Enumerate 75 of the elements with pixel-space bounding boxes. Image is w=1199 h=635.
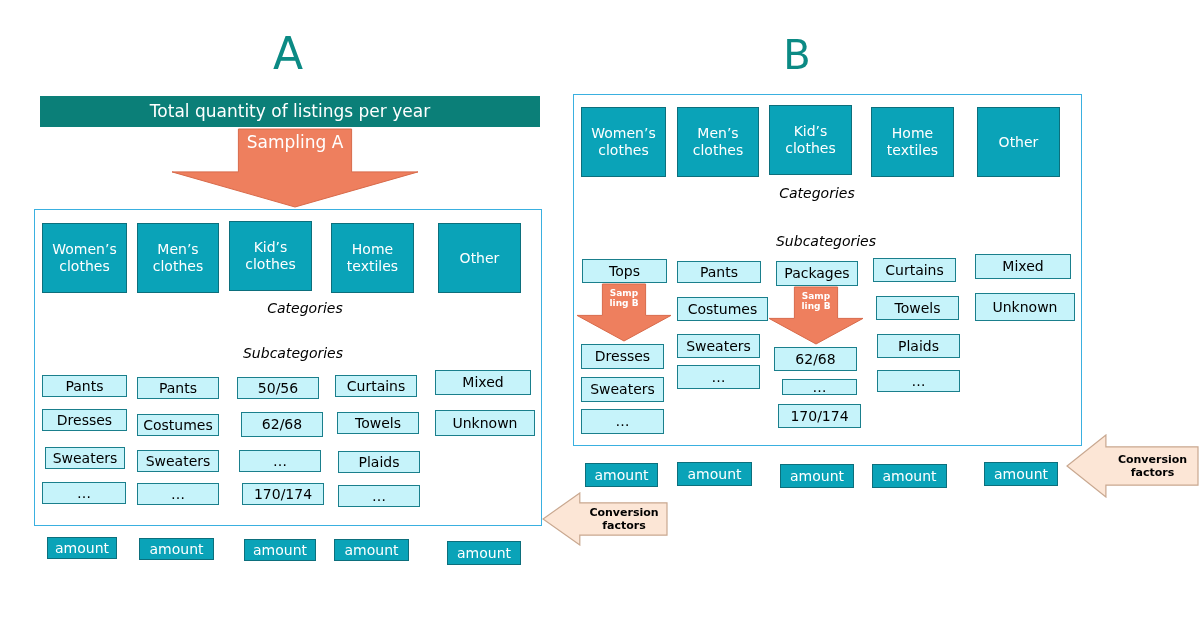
amount-box: amount (47, 537, 117, 559)
amount-box: amount (447, 541, 521, 565)
subcategory-box: Sweaters (45, 447, 125, 469)
subcategory-box: 170/174 (242, 483, 324, 505)
subcategory-box: 62/68 (241, 412, 323, 437)
subcategory-box: Curtains (335, 375, 417, 397)
panel-letter: B (783, 32, 811, 78)
group-frame (573, 94, 1082, 446)
edge-label: Samp ling B (800, 291, 832, 312)
amount-box: amount (139, 538, 214, 560)
section-heading: Subcategories (776, 233, 876, 249)
subcategory-box: Curtains (873, 258, 956, 282)
subcategory-box: Mixed (975, 254, 1071, 279)
category-box: Kid’s clothes (769, 105, 852, 175)
arrow-label: Conversion factors (1116, 452, 1189, 480)
subcategory-box: Sweaters (137, 450, 219, 472)
amount-box: amount (872, 464, 947, 488)
subcategory-box: Tops (582, 259, 667, 283)
block-arrow (542, 492, 668, 546)
amount-box: amount (984, 462, 1058, 486)
section-heading: Categories (267, 300, 343, 316)
subcategory-box: Pants (677, 261, 761, 283)
subcategory-box: Plaids (877, 334, 960, 358)
panel-letter: A (272, 28, 304, 79)
subcategory-box: Sweaters (581, 377, 664, 402)
subcategory-box: … (677, 365, 760, 389)
subcategory-box: … (239, 450, 321, 472)
subcategory-box: … (338, 485, 420, 507)
category-box: Home textiles (331, 223, 414, 293)
category-box: Other (438, 223, 521, 293)
subcategory-box: … (877, 370, 960, 392)
category-box: Men’s clothes (137, 223, 219, 293)
subcategory-box: … (137, 483, 219, 505)
category-box: Other (977, 107, 1060, 177)
subcategory-box: Costumes (677, 297, 768, 321)
category-box: Men’s clothes (677, 107, 759, 177)
edge-label: Sampling A (245, 133, 345, 153)
subcategory-box: Pants (42, 375, 127, 397)
amount-box: amount (677, 462, 752, 486)
subcategory-box: Dresses (581, 344, 664, 369)
subcategory-box: 50/56 (237, 377, 319, 399)
subcategory-box: … (782, 379, 857, 395)
amount-box: amount (244, 539, 316, 561)
subcategory-box: Pants (137, 377, 219, 399)
amount-box: amount (334, 539, 409, 561)
title-bar: Total quantity of listings per year (40, 96, 540, 127)
block-arrow (576, 283, 672, 342)
amount-box: amount (780, 464, 854, 488)
subcategory-box: Dresses (42, 409, 127, 431)
subcategory-box: Unknown (975, 293, 1075, 321)
category-box: Home textiles (871, 107, 954, 177)
block-arrow (768, 286, 864, 345)
subcategory-box: … (42, 482, 126, 504)
subcategory-box: 170/174 (778, 404, 861, 428)
subcategory-box: Unknown (435, 410, 535, 436)
subcategory-box: Plaids (338, 451, 420, 473)
subcategory-box: Mixed (435, 370, 531, 395)
category-box: Kid’s clothes (229, 221, 312, 291)
section-heading: Categories (779, 185, 855, 201)
subcategory-box: Costumes (137, 414, 219, 436)
edge-label: Samp ling B (608, 288, 640, 309)
subcategory-box: Packages (776, 261, 858, 286)
block-arrow (171, 128, 419, 208)
category-box: Women’s clothes (581, 107, 666, 177)
subcategory-box: … (581, 409, 664, 434)
subcategory-box: Towels (876, 296, 959, 320)
amount-box: amount (585, 463, 658, 487)
block-arrow (1066, 434, 1199, 498)
section-heading: Subcategories (243, 345, 343, 361)
arrow-label: Conversion factors (588, 505, 660, 533)
group-frame (34, 209, 542, 526)
category-box: Women’s clothes (42, 223, 127, 293)
subcategory-box: 62/68 (774, 347, 857, 371)
subcategory-box: Sweaters (677, 334, 760, 358)
subcategory-box: Towels (337, 412, 419, 434)
